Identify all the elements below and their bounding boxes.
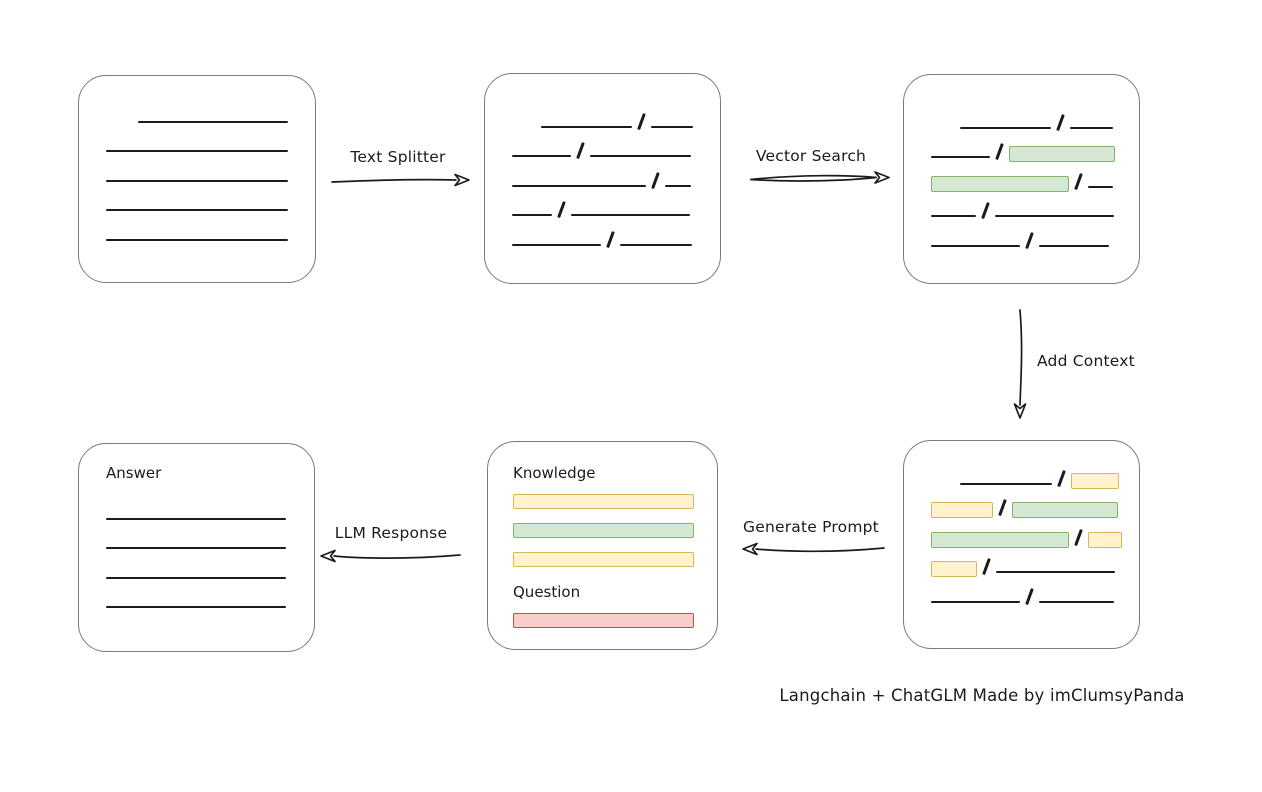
text-line — [931, 244, 1020, 247]
vector-search-arrow — [750, 171, 890, 184]
highlight-green — [931, 531, 1069, 548]
text-row — [106, 579, 314, 609]
text-row — [931, 217, 1139, 249]
text-line — [960, 126, 1051, 129]
text-line — [650, 125, 693, 128]
text-splitter-label: Text Splitter — [350, 148, 446, 166]
context-chunks-box — [903, 440, 1140, 649]
slash-separator — [606, 231, 615, 248]
generate-prompt-arrow — [742, 542, 885, 556]
text-row — [106, 520, 314, 550]
answer-lines — [106, 490, 314, 609]
split-chunks-lines — [485, 74, 720, 248]
text-line — [138, 120, 288, 123]
text-line — [931, 215, 976, 218]
context-chunks-lines — [904, 441, 1139, 605]
text-line — [106, 209, 288, 212]
text-row — [931, 544, 1139, 578]
knowledge-bars — [513, 494, 717, 567]
text-row — [512, 187, 720, 219]
text-line — [1038, 600, 1114, 603]
llm-response-label: LLM Response — [334, 524, 448, 542]
text-line — [1087, 185, 1113, 188]
text-line — [512, 184, 646, 187]
text-row — [931, 99, 1139, 131]
text-line — [1038, 244, 1109, 247]
highlight-green — [1011, 502, 1118, 519]
green-bar — [513, 523, 694, 538]
text-line — [106, 150, 288, 153]
text-line — [1069, 126, 1113, 129]
generate-prompt-label: Generate Prompt — [743, 518, 879, 536]
text-row — [106, 93, 315, 123]
highlight-green — [931, 175, 1069, 192]
text-row — [931, 129, 1139, 163]
answer-label: Answer — [106, 464, 162, 482]
highlight-green — [1008, 146, 1115, 163]
text-row — [931, 485, 1139, 519]
text-row — [931, 158, 1139, 192]
yellow-bar — [513, 552, 694, 567]
vector-search-label: Vector Search — [755, 147, 867, 165]
highlight-yellow — [1087, 531, 1122, 548]
yellow-bar — [513, 494, 694, 509]
text-line — [570, 214, 690, 217]
add-context-label: Add Context — [1037, 352, 1135, 370]
prompt-box: Knowledge Question — [487, 441, 718, 650]
text-line — [106, 606, 286, 609]
text-line — [995, 571, 1115, 574]
text-line — [619, 243, 692, 246]
text-line — [541, 125, 632, 128]
text-row — [512, 98, 720, 130]
text-line — [106, 179, 288, 182]
text-line — [106, 576, 286, 579]
highlight-yellow — [931, 502, 993, 519]
text-line — [106, 238, 288, 241]
text-row — [931, 573, 1139, 605]
text-row — [931, 455, 1139, 489]
text-row — [106, 211, 315, 241]
highlight-yellow — [1070, 472, 1119, 489]
text-line — [589, 155, 691, 158]
text-line — [512, 214, 552, 217]
text-row — [106, 152, 315, 182]
answer-box: Answer — [78, 443, 315, 652]
slash-separator — [1025, 232, 1034, 249]
text-line — [512, 155, 571, 158]
text-line — [960, 482, 1052, 485]
text-row — [106, 182, 315, 212]
text-line — [106, 547, 286, 550]
text-row — [106, 549, 314, 579]
text-row — [512, 157, 720, 189]
caption-text: Langchain + ChatGLM Made by imClumsyPand… — [779, 686, 1185, 705]
text-row — [512, 128, 720, 160]
retrieved-chunks-box — [903, 74, 1140, 284]
slash-separator — [1025, 588, 1034, 605]
retrieved-chunks-lines — [904, 75, 1139, 249]
text-line — [931, 156, 990, 159]
highlight-yellow — [931, 561, 977, 578]
source-document-box — [78, 75, 316, 283]
text-line — [512, 243, 601, 246]
text-row — [106, 123, 315, 153]
text-line — [931, 600, 1020, 603]
text-row — [931, 188, 1139, 220]
add-context-arrow — [1013, 309, 1027, 419]
text-line — [994, 215, 1114, 218]
question-bars — [513, 613, 717, 628]
text-splitter-arrow — [331, 173, 470, 187]
red-bar — [513, 613, 694, 628]
split-chunks-box — [484, 73, 721, 284]
text-row — [106, 490, 314, 520]
text-line — [664, 184, 691, 187]
source-document-lines — [79, 76, 315, 241]
text-line — [106, 517, 286, 520]
llm-response-arrow — [320, 549, 461, 563]
text-row — [512, 216, 720, 248]
text-row — [931, 514, 1139, 548]
knowledge-label: Knowledge — [513, 464, 596, 482]
question-label: Question — [513, 583, 581, 601]
